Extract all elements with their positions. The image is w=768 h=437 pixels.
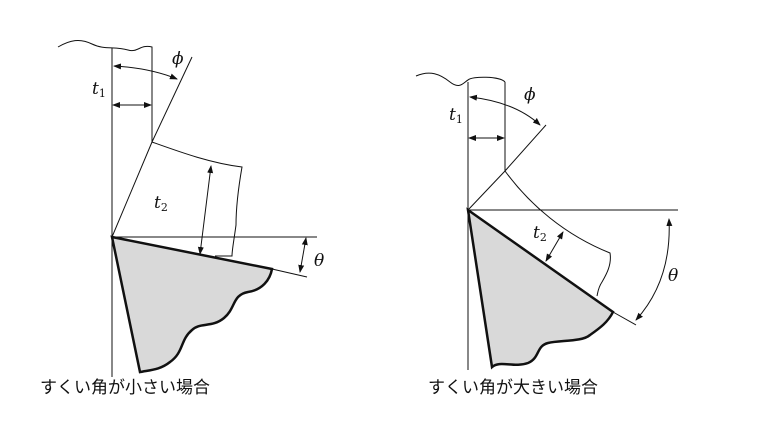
theta-angle-arrow <box>298 237 308 273</box>
t2-dimension-arrow <box>197 165 214 255</box>
caption-large-rake: すくい角が大きい場合 <box>428 378 598 398</box>
workpiece-surface <box>415 72 506 86</box>
theta-label: θ <box>668 266 678 286</box>
chip-outline <box>151 141 243 257</box>
shear-angle-line <box>504 124 547 172</box>
phi-angle-arc <box>469 94 541 126</box>
t2-label: t2 <box>533 223 547 244</box>
rake-face-extension <box>612 311 637 326</box>
t2-label: t2 <box>154 193 168 214</box>
shear-plane <box>111 141 153 238</box>
phi-angle-arc <box>113 63 178 80</box>
cutting-tool <box>110 235 274 374</box>
left-panel-small-rake: t1 ϕ t2 θ すくい角が小さい場合 <box>40 39 324 398</box>
theta-label: θ <box>314 251 324 271</box>
phi-label: ϕ <box>172 49 184 69</box>
t1-label: t1 <box>449 105 463 126</box>
shear-angle-line <box>151 56 193 143</box>
workpiece-surface <box>57 39 153 52</box>
phi-label: ϕ <box>524 85 536 105</box>
caption-small-rake: すくい角が小さい場合 <box>40 378 210 398</box>
t2-dimension-arrow <box>545 231 564 262</box>
theta-angle-arc <box>635 218 673 321</box>
shear-plane <box>467 170 506 211</box>
chip-outline <box>504 170 611 297</box>
cutting-tool <box>466 207 615 370</box>
right-panel-large-rake: t1 ϕ t2 θ すくい角が大きい場合 <box>415 72 678 398</box>
rake-face-extension <box>271 268 308 278</box>
t1-label: t1 <box>92 79 106 100</box>
